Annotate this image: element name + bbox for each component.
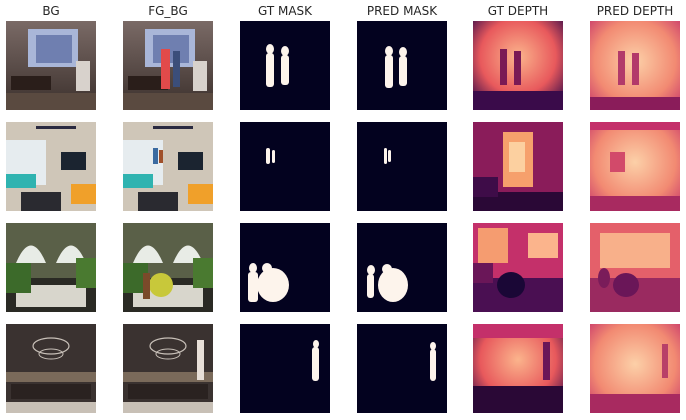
gt-mask-row2: [240, 122, 330, 211]
pred-mask-row1: [357, 21, 447, 110]
fg-bg-image-row1: [123, 21, 213, 110]
gt-depth-row3: [473, 223, 563, 312]
column-title-pred-depth: PRED DEPTH: [596, 4, 674, 18]
fg-bg-image-row4: [123, 324, 213, 413]
column-title-gt-depth: GT DEPTH: [487, 4, 549, 18]
bg-image-row4: [6, 324, 96, 413]
fg-bg-image-row2: [123, 122, 213, 211]
column-title-pred-mask: PRED MASK: [366, 4, 438, 18]
gt-mask-row3: [240, 223, 330, 312]
pred-mask-row4: [357, 324, 447, 413]
pred-depth-row3: [590, 223, 680, 312]
column-title-fg-bg: FG_BG: [148, 4, 188, 18]
gt-depth-row4: [473, 324, 563, 413]
gt-mask-row4: [240, 324, 330, 413]
bg-image-row3: [6, 223, 96, 312]
gt-depth-row2: [473, 122, 563, 211]
column-title-gt-mask: GT MASK: [257, 4, 313, 18]
pred-mask-row2: [357, 122, 447, 211]
bg-image-row1: [6, 21, 96, 110]
gt-mask-row1: [240, 21, 330, 110]
pred-depth-row1: [590, 21, 680, 110]
pred-depth-row4: [590, 324, 680, 413]
pred-mask-row3: [357, 223, 447, 312]
gt-depth-row1: [473, 21, 563, 110]
pred-depth-row2: [590, 122, 680, 211]
fg-bg-image-row3: [123, 223, 213, 312]
column-title-bg: BG: [42, 4, 60, 18]
bg-image-row2: [6, 122, 96, 211]
